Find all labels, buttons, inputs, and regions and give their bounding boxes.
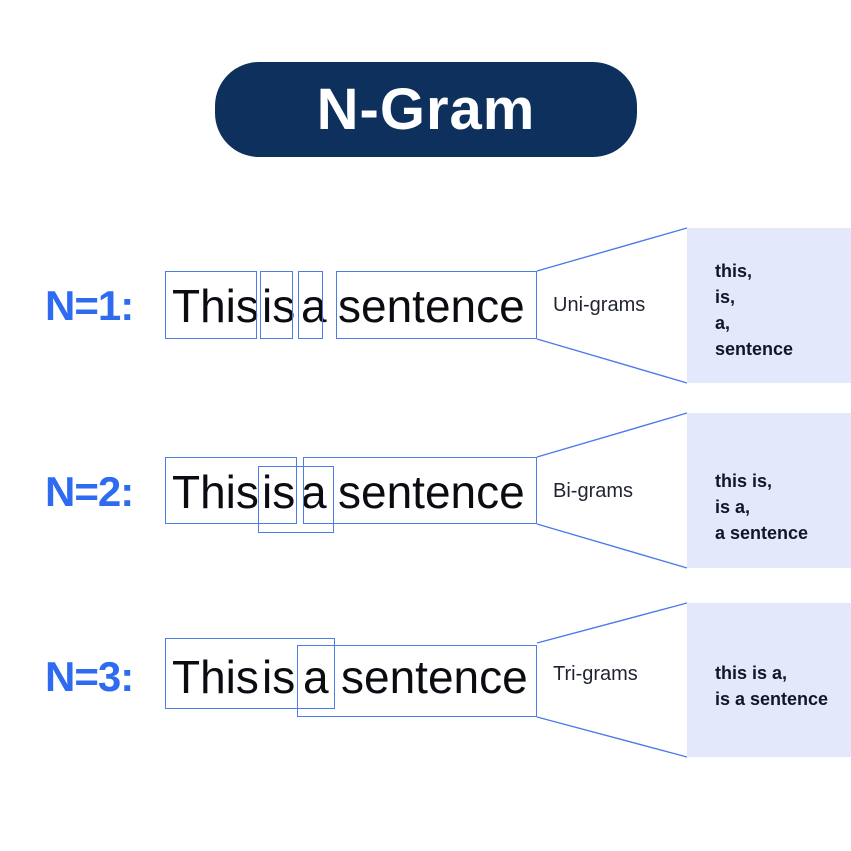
ngram-box-this-is — [165, 457, 297, 524]
ngram-box-is-a-sentence — [297, 645, 537, 717]
result-line: sentence — [715, 339, 794, 359]
ngram-box-sentence — [336, 271, 537, 339]
word-this: This — [172, 651, 259, 703]
ngram-box-a-sentence — [303, 457, 537, 524]
result-line: this is, — [715, 471, 773, 491]
word-sentence: sentence — [338, 466, 525, 518]
word-a: a — [301, 466, 327, 518]
row-label-n3: N=3: — [45, 653, 134, 700]
gram-label-bigrams: Bi-grams — [553, 480, 634, 502]
word-is: is — [262, 466, 296, 518]
result-line: is a, — [715, 497, 751, 517]
result-line: a, — [715, 313, 731, 333]
result-line: is, — [715, 287, 736, 307]
result-box-trigrams: this is a, is a sentence — [687, 603, 851, 757]
ngram-box-this — [165, 271, 257, 339]
result-line: this, — [715, 261, 753, 281]
result-box-bigrams: this is, is a, a sentence — [687, 413, 851, 568]
result-box-unigrams: this, is, a, sentence — [687, 228, 851, 383]
gram-label-unigrams: Uni-grams — [553, 294, 646, 316]
title-pill: N-Gram — [215, 62, 637, 157]
ngram-box-a — [298, 271, 323, 339]
word-this: This — [172, 466, 259, 518]
result-line: is a sentence — [715, 689, 829, 709]
ngram-box-is — [260, 271, 293, 339]
ngram-box-is-a — [258, 466, 334, 533]
result-line: a sentence — [715, 523, 809, 543]
word-a: a — [303, 651, 329, 703]
ngram-box-this-is-a — [165, 638, 335, 709]
word-is: is — [262, 651, 296, 703]
word-sentence: sentence — [341, 651, 528, 703]
result-line: this is a, — [715, 663, 788, 683]
word-is: is — [262, 280, 296, 332]
gram-label-trigrams: Tri-grams — [553, 663, 638, 685]
page-title: N-Gram — [316, 77, 536, 142]
row-label-n1: N=1: — [45, 282, 134, 329]
row-label-n2: N=2: — [45, 468, 134, 515]
word-this: This — [172, 280, 259, 332]
word-sentence: sentence — [338, 280, 525, 332]
